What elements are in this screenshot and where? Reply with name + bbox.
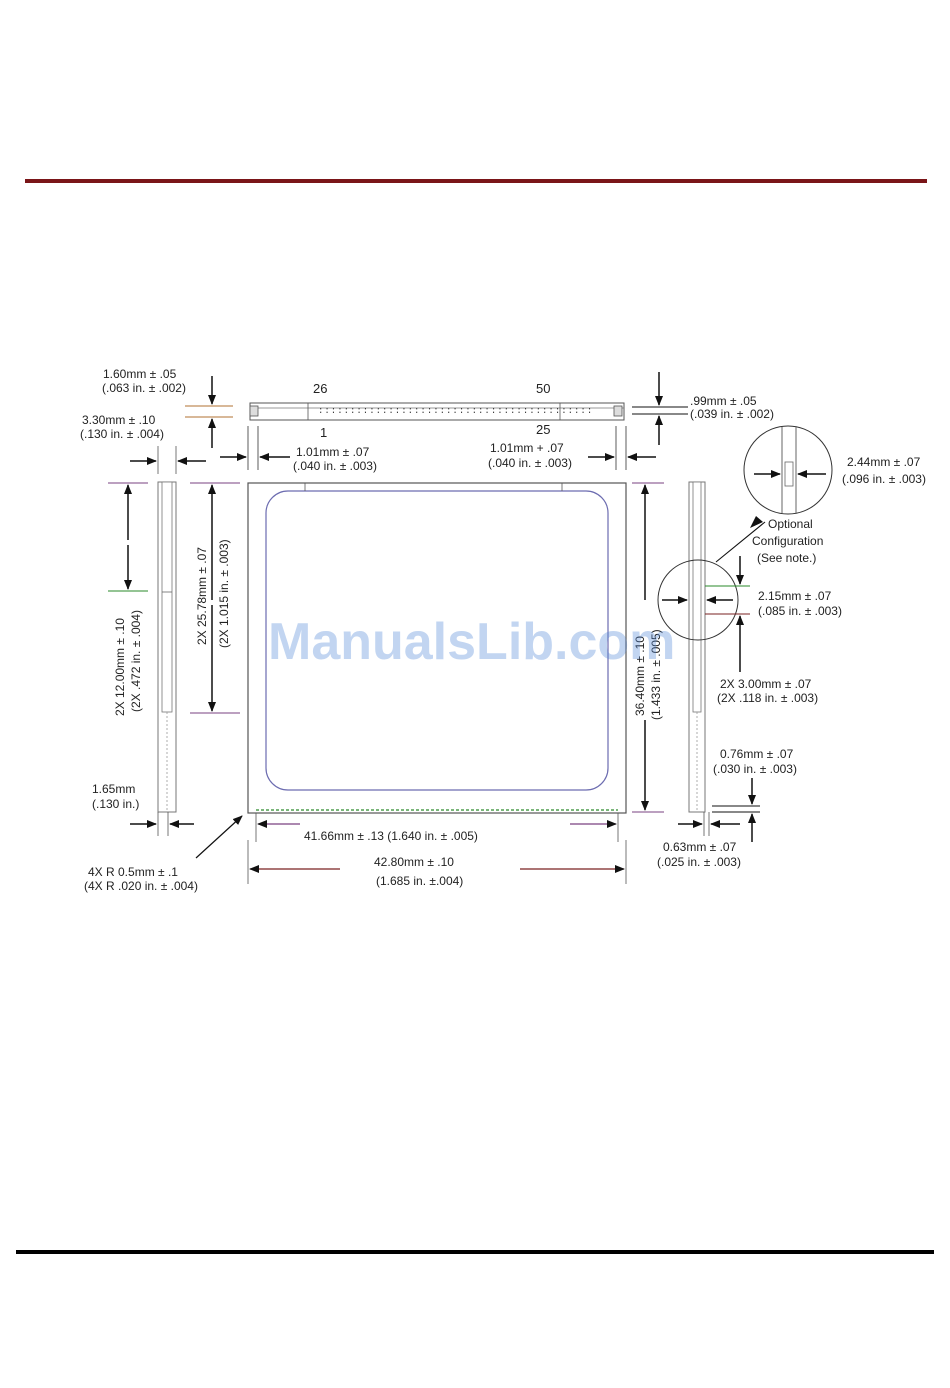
dim-0-63-in: (.025 in. ± .003) bbox=[657, 855, 741, 869]
dim-3-30-mm: 3.30mm ± .10 bbox=[82, 413, 156, 427]
dim-1-65-in: (.130 in.) bbox=[92, 797, 139, 811]
dim-1-01-right-mm: 1.01mm + .07 bbox=[490, 441, 564, 455]
card-left-side-view bbox=[157, 481, 177, 813]
dim-3-30-marks bbox=[130, 446, 206, 474]
pin-50-label: 50 bbox=[536, 381, 550, 396]
pin-1-label: 1 bbox=[320, 425, 327, 440]
pin-dots-upper: ::::::::::::::::::::::::::::::::::::::::… bbox=[318, 406, 593, 416]
dim-12-00-in: (2X .472 in. ± .004) bbox=[129, 610, 143, 712]
footer-rule bbox=[16, 1250, 934, 1254]
detail-circle bbox=[743, 425, 833, 515]
dim-0-99-marks bbox=[632, 372, 688, 445]
dim-radius-mm: 4X R 0.5mm ± .1 bbox=[88, 865, 178, 879]
dim-2-15-mm: 2.15mm ± .07 bbox=[758, 589, 832, 603]
dim-0-63-mm: 0.63mm ± .07 bbox=[663, 840, 737, 854]
optional-config-line2: Configuration bbox=[752, 534, 823, 548]
dim-1-65-mm: 1.65mm bbox=[92, 782, 135, 796]
dim-0-99-in: (.039 in. ± .002) bbox=[690, 407, 774, 421]
dim-25-78-mm: 2X 25.78mm ± .07 bbox=[195, 547, 209, 645]
dim-1-60-marks bbox=[185, 376, 233, 448]
pin-25-label: 25 bbox=[536, 422, 550, 437]
dim-width-marks bbox=[247, 813, 627, 884]
watermark: ManualsLib.com bbox=[268, 613, 675, 671]
dim-2-44-mm: 2.44mm ± .07 bbox=[847, 455, 921, 469]
dim-2-15-marks bbox=[662, 556, 744, 672]
dim-41-66: 41.66mm ± .13 (1.640 in. ± .005) bbox=[304, 829, 478, 843]
pin-26-label: 26 bbox=[313, 381, 327, 396]
dim-36-40-marks bbox=[632, 482, 664, 813]
dim-3-30-in: (.130 in. ± .004) bbox=[80, 427, 164, 441]
radius-leader-arrow bbox=[195, 815, 243, 859]
dim-1-01-left-mm: 1.01mm ± .07 bbox=[296, 445, 370, 459]
card-front-view bbox=[247, 482, 627, 814]
optional-leader bbox=[715, 521, 766, 563]
dim-3-00-mm: 2X 3.00mm ± .07 bbox=[720, 677, 812, 691]
dim-12-00-marks bbox=[108, 482, 148, 592]
dim-3-00-in: (2X .118 in. ± .003) bbox=[717, 691, 818, 705]
dim-36-40-in: (1.433 in. ± .005) bbox=[649, 629, 663, 720]
dim-2-44-in: (.096 in. ± .003) bbox=[842, 472, 926, 486]
dim-42-80-in: (1.685 in. ±.004) bbox=[376, 874, 463, 888]
card-right-side-view bbox=[657, 481, 750, 813]
dim-2-15-in: (.085 in. ± .003) bbox=[758, 604, 842, 618]
connector-top-view: ::::::::::::::::::::::::::::::::::::::::… bbox=[249, 402, 625, 421]
dim-25-78-in: (2X 1.015 in. ± .003) bbox=[217, 539, 231, 648]
optional-leader-arrow bbox=[750, 516, 763, 528]
dim-1-01-right-in: (.040 in. ± .003) bbox=[488, 456, 572, 470]
dim-0-76-mm: 0.76mm ± .07 bbox=[720, 747, 794, 761]
optional-config-line3: (See note.) bbox=[757, 551, 816, 565]
dim-radius-in: (4X R .020 in. ± .004) bbox=[84, 879, 198, 893]
dim-0-63-marks bbox=[678, 812, 740, 836]
dim-1-01-left-in: (.040 in. ± .003) bbox=[293, 459, 377, 473]
dim-36-40-mm: 36.40mm ± .10 bbox=[633, 636, 647, 716]
dim-1-65-marks bbox=[130, 812, 194, 836]
dim-1-60-mm: 1.60mm ± .05 bbox=[103, 367, 177, 381]
dim-42-80-mm: 42.80mm ± .10 bbox=[374, 855, 454, 869]
dim-0-76-marks bbox=[712, 778, 760, 842]
dim-12-00-mm: 2X 12.00mm ± .10 bbox=[113, 618, 127, 716]
optional-config-line1: Optional bbox=[768, 517, 813, 531]
dim-25-78-marks bbox=[190, 482, 240, 714]
dim-0-99-mm: .99mm ± .05 bbox=[690, 394, 757, 408]
dim-1-01-marks bbox=[220, 426, 656, 470]
header-rule bbox=[25, 179, 927, 183]
dim-0-76-in: (.030 in. ± .003) bbox=[713, 762, 797, 776]
dim-1-60-in: (.063 in. ± .002) bbox=[102, 381, 186, 395]
